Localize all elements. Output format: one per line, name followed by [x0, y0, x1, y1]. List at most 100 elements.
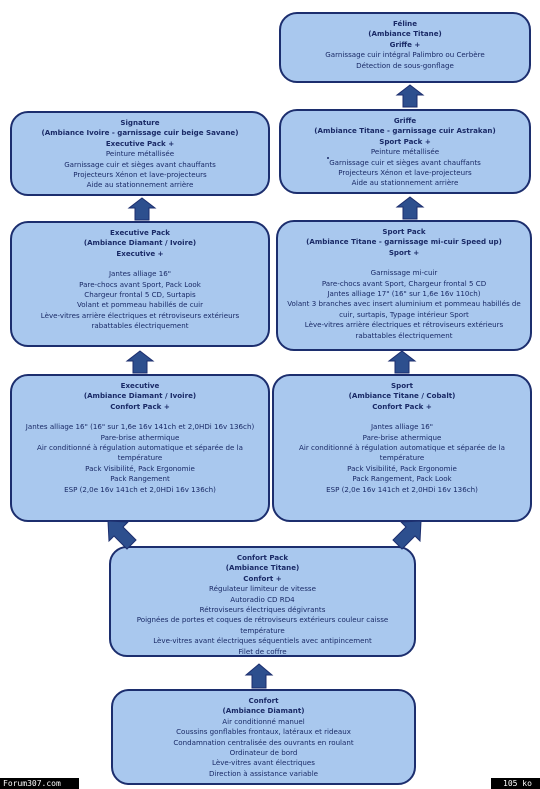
- feline-box: Féline(Ambiance Titane)Griffe +Garnissag…: [279, 12, 531, 83]
- feature-line: Pare-chocs avant Sport, Pack Look: [79, 279, 201, 289]
- box-title-line: (Ambiance Titane - garnissage mi-cuir Sp…: [306, 237, 502, 247]
- feature-line: Pare-brise athermique: [100, 432, 180, 442]
- arrow-up-icon: [395, 196, 425, 220]
- feature-line: température: [117, 453, 163, 463]
- feature-line: Autoradio CD RD4: [230, 594, 295, 604]
- box-title-line: Confort Pack: [236, 553, 289, 562]
- feature-line: température: [240, 625, 285, 635]
- feature-line: Poignées de portes et coques de rétrovis…: [136, 615, 389, 625]
- feature-line: Aide au stationnement arrière: [351, 178, 459, 188]
- feature-line: Air conditionné à régulation automatique…: [37, 443, 243, 453]
- box-title-line: Confort Pack +: [372, 401, 432, 411]
- arrow-up-icon: [395, 84, 425, 108]
- feature-line: Jantes alliage 16": [108, 269, 172, 279]
- box-title-line: (Ambiance Titane / Cobalt): [348, 391, 456, 401]
- executive-box: Executive(Ambiance Diamant / Ivoire)Conf…: [10, 374, 270, 522]
- feature-line: rabattables électriquement: [355, 330, 453, 340]
- executive-pack-box: Executive Pack(Ambiance Diamant / Ivoire…: [10, 221, 270, 347]
- feature-line: Pare-chocs avant Sport, Chargeur frontal…: [321, 278, 487, 288]
- confort-pack-box: Confort Pack(Ambiance Titane)Confort +Ré…: [109, 546, 416, 657]
- feature-line: ESP (2,0e 16v 141ch et 2,0HDi 16v 136ch): [326, 484, 478, 494]
- feature-line: Coussins gonflables frontaux, latéraux e…: [176, 727, 351, 737]
- box-title-line: (Ambiance Diamant / Ivoire): [83, 238, 197, 248]
- box-title-line: Griffe +: [389, 39, 421, 49]
- arrow-up-icon: [125, 350, 155, 374]
- box-title-line: (Ambiance Titane): [225, 563, 300, 573]
- feature-line: Lève-vitres arrière électriques et rétro…: [304, 320, 504, 330]
- footer-site-label: Forum307.com: [0, 778, 79, 789]
- feature-line: Détection de sous-gonflage: [356, 60, 454, 70]
- feature-line: Pack Visibilité, Pack Ergonomie: [85, 463, 195, 473]
- spacer: [278, 258, 530, 268]
- feature-line: Aide au stationnement arrière: [86, 180, 194, 190]
- box-title-line: Sport Pack: [382, 227, 426, 236]
- feature-line: Rétroviseurs électriques dégivrants: [199, 605, 326, 615]
- arrow-up-left-icon: [107, 520, 137, 550]
- feature-line: Peinture métallisée: [370, 147, 440, 157]
- feature-line: Lève-vitres arrière électriques et rétro…: [40, 310, 240, 320]
- signature-box: Signature(Ambiance Ivoire - garnissage c…: [10, 111, 270, 196]
- feature-line: Pack Visibilité, Pack Ergonomie: [347, 463, 457, 473]
- feature-line: Régulateur limiteur de vitesse: [209, 584, 316, 594]
- spacer: [274, 412, 530, 422]
- box-title-line: Confort +: [243, 573, 282, 583]
- feature-line: Jantes alliage 16": [370, 422, 434, 432]
- feature-line: Air conditionné manuel: [222, 716, 305, 726]
- feature-line: Projecteurs Xénon et lave-projecteurs: [338, 168, 472, 178]
- feature-line: Pare-brise athermique: [362, 432, 442, 442]
- box-title-line: Sport +: [388, 247, 420, 257]
- box-title-line: Executive: [120, 381, 160, 390]
- arrow-up-right-icon: [392, 520, 422, 550]
- feature-line: Garnissage cuir et sièges avant chauffan…: [329, 157, 481, 167]
- box-title-line: Confort Pack +: [110, 401, 170, 411]
- feature-line: Air conditionné à régulation automatique…: [299, 443, 505, 453]
- box-title-line: (Ambiance Titane - garnissage cuir Astra…: [314, 126, 496, 136]
- feature-line: Lève-vitres avant électriques séquentiel…: [153, 636, 372, 646]
- feature-line: Garnissage cuir intégral Palimbro ou Cer…: [325, 50, 485, 60]
- box-title-line: Griffe: [393, 116, 417, 125]
- footer-size-label: 105 ko: [491, 778, 540, 789]
- feature-line: rabattables électriquement: [91, 321, 189, 331]
- box-title-line: Sport Pack +: [379, 136, 431, 146]
- feature-line: Jantes alliage 17" (16" sur 1,6e 16v 110…: [327, 289, 481, 299]
- arrow-up-icon: [387, 350, 417, 374]
- box-title-line: Executive Pack: [110, 228, 170, 237]
- feature-line: ESP (2,0e 16v 141ch et 2,0HDi 16v 136ch): [64, 484, 216, 494]
- feature-line: cuir, surtapis, Typage intérieur Sport: [339, 309, 469, 319]
- box-title-line: Executive Pack +: [105, 138, 175, 148]
- feature-line: Condamnation centralisée des ouvrants en…: [173, 737, 354, 747]
- spacer: [12, 259, 268, 269]
- feature-line: Peinture métallisée: [105, 149, 175, 159]
- sport-box: Sport(Ambiance Titane / Cobalt)Confort P…: [272, 374, 532, 522]
- feature-line: Chargeur frontal 5 CD, Surtapis: [84, 290, 196, 300]
- box-title-line: (Ambiance Titane): [368, 29, 442, 39]
- feature-line: Jantes alliage 16" (16" sur 1,6e 16v 141…: [25, 422, 255, 432]
- feature-line: Volant et pommeau habillés de cuir: [77, 300, 203, 310]
- bullet-dot: [327, 157, 329, 159]
- box-title-line: Executive +: [116, 248, 164, 258]
- feature-line: Pack Rangement: [110, 474, 170, 484]
- feature-line: Direction à assistance variable: [208, 768, 319, 778]
- box-title-line: (Ambiance Ivoire - garnissage cuir beige…: [41, 128, 239, 138]
- feature-line: Pack Rangement, Pack Look: [352, 474, 452, 484]
- box-title-line: (Ambiance Diamant / Ivoire): [83, 391, 197, 401]
- spacer: [12, 412, 268, 422]
- feature-line: Lève-vitres avant électriques: [212, 758, 315, 768]
- griffe-box: Griffe(Ambiance Titane - garnissage cuir…: [279, 109, 531, 194]
- arrow-up-icon: [244, 663, 274, 689]
- feature-line: température: [379, 453, 425, 463]
- feature-line: Garnissage cuir et sièges avant chauffan…: [64, 159, 216, 169]
- feature-line: Ordinateur de bord: [229, 748, 298, 758]
- feature-line: Filet de coffre: [238, 646, 287, 656]
- feature-line: Garnissage mi-cuir: [370, 268, 438, 278]
- box-title-line: (Ambiance Diamant): [222, 706, 305, 716]
- box-title-line: Sport: [391, 381, 413, 390]
- arrow-up-icon: [127, 197, 157, 221]
- feature-line: Volant 3 branches avec insert aluminium …: [287, 299, 521, 309]
- feature-line: Projecteurs Xénon et lave-projecteurs: [73, 170, 207, 180]
- sport-pack-box: Sport Pack(Ambiance Titane - garnissage …: [276, 220, 532, 351]
- confort-box: Confort(Ambiance Diamant)Air conditionné…: [111, 689, 416, 785]
- box-title-line: Féline: [392, 19, 418, 28]
- box-title-line: Signature: [120, 118, 160, 127]
- box-title-line: Confort: [248, 696, 279, 705]
